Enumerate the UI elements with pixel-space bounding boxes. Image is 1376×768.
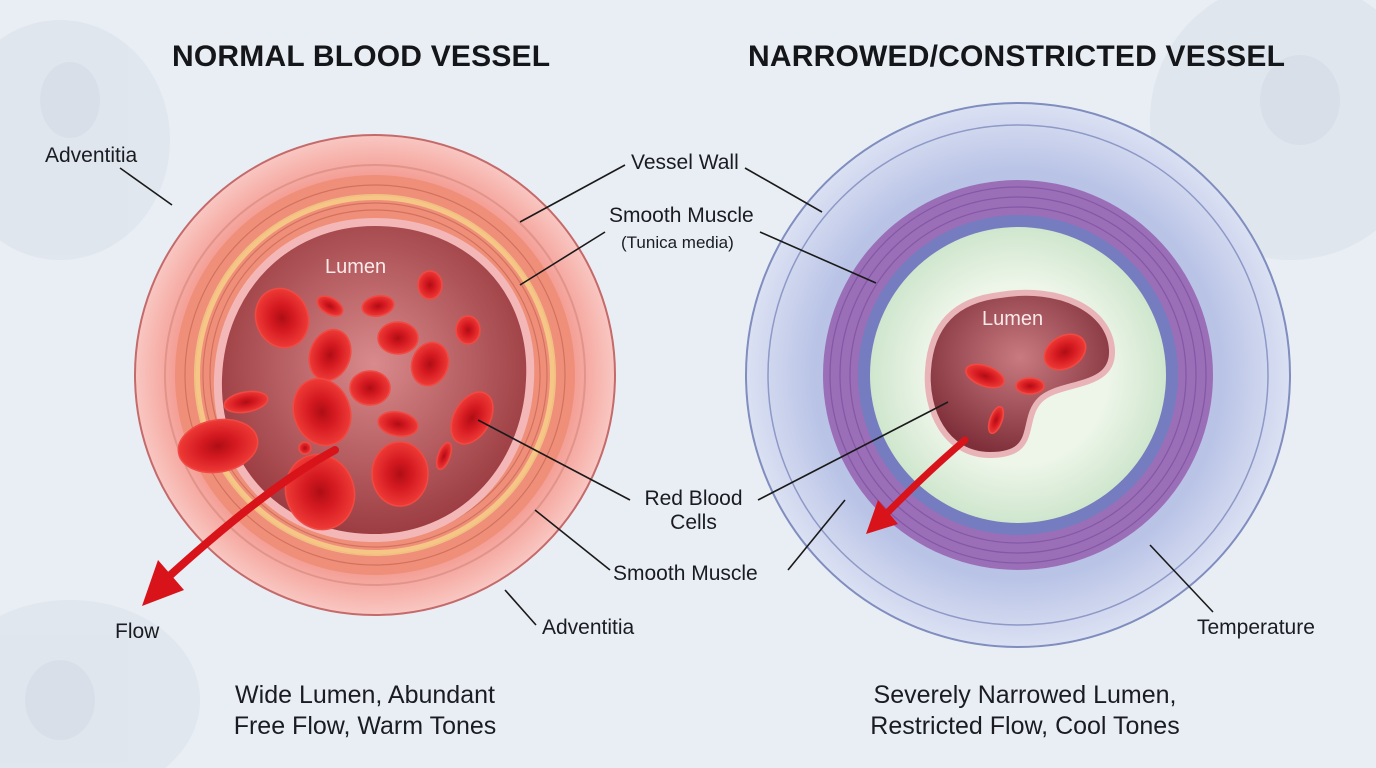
normal-vessel (134, 134, 616, 616)
right-rbc (1015, 377, 1045, 395)
label-adventitia-outer: Adventitia (45, 144, 138, 167)
left-rbc (417, 270, 443, 300)
left-rbc (254, 287, 310, 349)
left-rbc (410, 341, 450, 387)
left-panel-title: NORMAL BLOOD VESSEL (172, 40, 551, 73)
left-red-blood-cells (177, 270, 494, 531)
left-rbc (223, 390, 269, 414)
label-rbc-line1: Red Blood (644, 487, 743, 510)
label-flow: Flow (115, 620, 160, 643)
label-temperature: Temperature (1197, 616, 1315, 639)
leader-lines (119, 164, 1214, 626)
left-caption-line1: Wide Lumen, Abundant (235, 681, 495, 709)
right-panel-title: NARROWED/CONSTRICTED VESSEL (748, 40, 1286, 73)
label-vessel-wall: Vessel Wall (631, 151, 739, 174)
right-flow-arrow (881, 436, 969, 519)
left-rbc (377, 321, 419, 355)
left-rbc (435, 441, 453, 471)
left-rbc (450, 391, 494, 445)
constricted-vessel (745, 102, 1291, 648)
label-lumen-right: Lumen (982, 308, 1044, 330)
right-rbc (987, 405, 1005, 435)
left-rbc (292, 377, 352, 447)
right-caption: Severely Narrowed Lumen, Restricted Flow… (840, 680, 1210, 743)
left-caption-line2: Free Flow, Warm Tones (233, 712, 497, 741)
label-rbc-line2: Cells (670, 511, 717, 535)
left-rbc (455, 315, 481, 345)
left-rbc (349, 370, 391, 406)
label-tunica-media: (Tunica media) (621, 233, 734, 252)
left-flow-arrow (161, 446, 339, 584)
left-rbc (316, 295, 344, 317)
right-caption-line2: Restricted Flow, Cool Tones (870, 712, 1180, 741)
label-lumen-left: Lumen (325, 256, 387, 278)
left-rbc (377, 410, 419, 438)
right-lumen (924, 289, 1116, 459)
left-rbc (298, 441, 312, 455)
left-rbc (371, 441, 429, 507)
label-adventitia-inner: Adventitia (542, 616, 635, 639)
right-rbc (965, 363, 1005, 389)
left-rbc (361, 295, 395, 317)
left-rbc (177, 418, 259, 474)
label-smooth-muscle-bottom: Smooth Muscle (613, 562, 758, 585)
left-caption: Wide Lumen, Abundant Free Flow, Warm Ton… (200, 680, 530, 743)
label-smooth-muscle-top: Smooth Muscle (609, 204, 754, 227)
right-red-blood-cells (965, 333, 1087, 435)
right-rbc (1043, 333, 1087, 371)
label-red-blood-cells: Red Blood Cells (636, 487, 751, 535)
right-caption-line1: Severely Narrowed Lumen, (873, 681, 1177, 709)
